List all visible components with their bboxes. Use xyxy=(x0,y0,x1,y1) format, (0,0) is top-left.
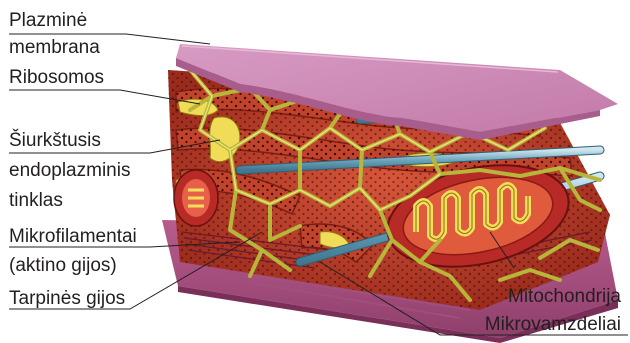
label-microfilaments-line1: Mikrofilamentai xyxy=(9,227,137,246)
label-rough-er-line1: Šiurkštusis xyxy=(9,131,101,150)
label-ribosomes: Ribosomos xyxy=(9,68,104,87)
label-mitochondria: Mitochondrija xyxy=(508,287,621,306)
label-intermediate-filaments: Tarpinės gijos xyxy=(9,289,125,308)
mitochondrion-left xyxy=(174,170,218,226)
label-plasma-membrane-line1: Plazminė xyxy=(9,11,87,30)
label-rough-er-line2: endoplazminis xyxy=(9,161,130,180)
label-rough-er-line3: tinklas xyxy=(9,191,63,210)
label-microtubules: Mikrovamzdeliai xyxy=(485,315,621,334)
label-plasma-membrane-line2: membrana xyxy=(9,38,100,57)
label-microfilaments-line2: (aktino gijos) xyxy=(9,256,117,275)
